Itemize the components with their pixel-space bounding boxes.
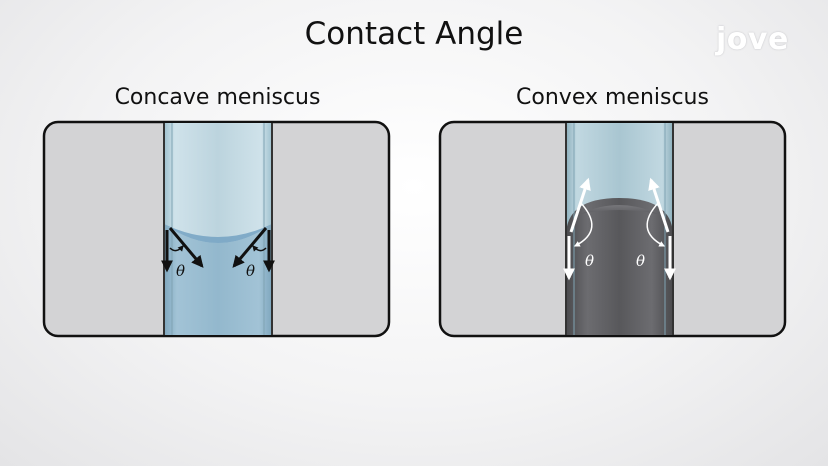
convex-panel: θ θ [438, 120, 787, 338]
concave-panel: θ θ [42, 120, 391, 338]
convex-meniscus-label: Convex meniscus [516, 85, 709, 110]
theta-convex-left: θ [585, 252, 594, 270]
theta-convex-right: θ [636, 252, 645, 270]
theta-left: θ [176, 262, 185, 280]
contact-angle-arrows-left: θ [161, 227, 204, 280]
theta-right: θ [246, 262, 255, 280]
contact-angle-arrows-right: θ [232, 227, 275, 280]
convex-angle-arrows-right: θ [636, 177, 676, 281]
page-title: Contact Angle [304, 16, 524, 52]
mercury [566, 198, 673, 335]
concave-meniscus-label: Concave meniscus [114, 85, 321, 110]
convex-angle-arrows-left: θ [563, 177, 594, 281]
jove-logo: jove [716, 22, 789, 57]
